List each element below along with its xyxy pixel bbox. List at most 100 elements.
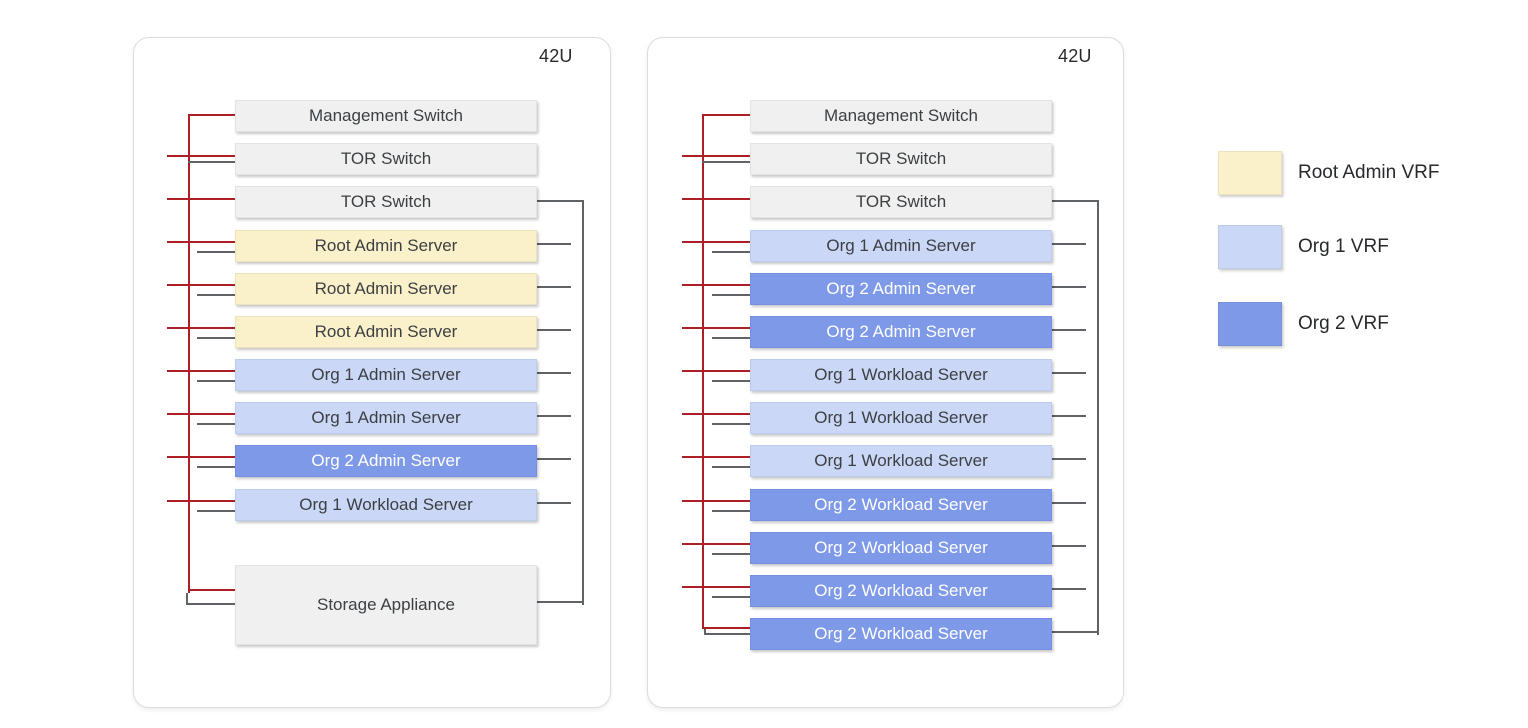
- data-connector-line: [197, 466, 235, 468]
- data-connector-line: [197, 510, 235, 512]
- data-connector-line: [535, 243, 571, 245]
- rack-unit-box: Org 1 Admin Server: [235, 402, 537, 434]
- rack-unit-label: Org 1 Admin Server: [311, 365, 461, 384]
- data-connector-line: [704, 633, 750, 635]
- rack-unit-box: Org 1 Workload Server: [750, 402, 1052, 434]
- data-connector-line: [535, 286, 571, 288]
- rack-unit-box: Org 2 Admin Server: [750, 316, 1052, 348]
- management-connector-line: [682, 327, 750, 329]
- rack-unit-label: Org 2 Admin Server: [826, 279, 976, 298]
- rack-unit-box: Org 1 Workload Server: [235, 489, 537, 521]
- management-connector-line: [167, 456, 235, 458]
- data-connector-line: [1050, 631, 1099, 633]
- rack-unit-box: TOR Switch: [750, 186, 1052, 218]
- data-network-trunk-line: [582, 200, 584, 605]
- rack-unit-label: Org 1 Workload Server: [814, 408, 988, 427]
- rack-unit-box: TOR Switch: [235, 143, 537, 175]
- rack-unit-label: Root Admin Server: [314, 322, 458, 341]
- rack-unit-label: Org 2 Workload Server: [814, 624, 988, 643]
- management-connector-line: [682, 198, 750, 200]
- data-connector-line: [712, 466, 750, 468]
- legend-label: Org 1 VRF: [1298, 236, 1389, 257]
- management-connector-line: [167, 327, 235, 329]
- management-connector-line: [682, 284, 750, 286]
- rack-unit-label: TOR Switch: [340, 149, 432, 168]
- legend-item: Root Admin VRF: [1218, 151, 1440, 195]
- data-connector-line: [535, 372, 571, 374]
- legend-item: Org 2 VRF: [1218, 302, 1389, 346]
- legend-swatch-org-2: [1218, 302, 1282, 346]
- data-connector-line: [1050, 329, 1086, 331]
- rack-unit-box: Org 1 Workload Server: [750, 445, 1052, 477]
- rack-unit-box: Org 2 Admin Server: [750, 273, 1052, 305]
- management-connector-line: [167, 155, 235, 157]
- rack-unit-label: Org 2 Workload Server: [814, 581, 988, 600]
- rack-capacity-label: 42U: [1058, 46, 1092, 66]
- rack-unit-label: Org 1 Admin Server: [826, 236, 976, 255]
- rack-unit-box: Org 1 Admin Server: [235, 359, 537, 391]
- management-connector-line: [167, 370, 235, 372]
- rack-unit-box: Management Switch: [750, 100, 1052, 132]
- management-connector-line: [682, 456, 750, 458]
- data-connector-line: [1050, 588, 1086, 590]
- legend-label: Root Admin VRF: [1298, 162, 1440, 183]
- data-connector-line: [197, 251, 235, 253]
- rack-capacity-label: 42U: [539, 46, 573, 66]
- data-connector-line: [535, 502, 571, 504]
- rack-unit-label: Org 1 Workload Server: [299, 495, 473, 514]
- rack-unit-label: Org 2 Workload Server: [814, 538, 988, 557]
- data-connector-line: [712, 251, 750, 253]
- data-connector-line: [1050, 243, 1086, 245]
- rack-unit-label: Root Admin Server: [314, 279, 458, 298]
- data-network-trunk-line: [1097, 200, 1099, 635]
- data-connector-line: [1050, 458, 1086, 460]
- data-connector-line: [186, 603, 235, 605]
- data-connector-line: [1050, 200, 1099, 202]
- rack-unit-label: Org 2 Workload Server: [814, 495, 988, 514]
- management-connector-line: [167, 284, 235, 286]
- rack-unit-label: TOR Switch: [855, 149, 947, 168]
- legend-label: Org 2 VRF: [1298, 313, 1389, 334]
- rack-unit-label: Management Switch: [823, 106, 979, 125]
- data-connector-line: [712, 337, 750, 339]
- data-connector-line: [1050, 372, 1086, 374]
- rack-unit-box: Org 2 Workload Server: [750, 618, 1052, 650]
- rack-unit-label: Org 2 Admin Server: [826, 322, 976, 341]
- data-connector-line: [535, 415, 571, 417]
- rack-unit-box: Storage Appliance: [235, 565, 537, 645]
- data-connector-line: [712, 510, 750, 512]
- data-connector-line: [1050, 286, 1086, 288]
- management-connector-line: [188, 589, 235, 591]
- management-connector-line: [682, 241, 750, 243]
- management-connector-line: [682, 586, 750, 588]
- rack-unit-box: Org 2 Admin Server: [235, 445, 537, 477]
- data-connector-line: [197, 337, 235, 339]
- management-connector-line: [188, 114, 235, 116]
- management-connector-line: [167, 413, 235, 415]
- rack-unit-box: Org 1 Admin Server: [750, 230, 1052, 262]
- data-connector-line: [197, 380, 235, 382]
- management-connector-line: [167, 241, 235, 243]
- rack-unit-box: Root Admin Server: [235, 316, 537, 348]
- data-connector-line: [535, 329, 571, 331]
- data-connector-line: [1050, 415, 1086, 417]
- rack-unit-label: TOR Switch: [855, 192, 947, 211]
- data-connector-line: [712, 294, 750, 296]
- legend-swatch-org-1: [1218, 225, 1282, 269]
- rack-unit-box: TOR Switch: [235, 186, 537, 218]
- rack-unit-box: Management Switch: [235, 100, 537, 132]
- management-connector-line: [682, 155, 750, 157]
- rack-unit-box: Root Admin Server: [235, 273, 537, 305]
- data-connector-line: [535, 458, 571, 460]
- management-connector-line: [682, 500, 750, 502]
- management-connector-line: [167, 500, 235, 502]
- rack-unit-box: Org 1 Workload Server: [750, 359, 1052, 391]
- management-connector-line: [682, 370, 750, 372]
- management-network-trunk-line: [188, 114, 190, 593]
- management-connector-line: [682, 543, 750, 545]
- data-connector-line: [1050, 545, 1086, 547]
- data-connector-line: [712, 596, 750, 598]
- rack-unit-label: Management Switch: [308, 106, 464, 125]
- rack-unit-box: Org 2 Workload Server: [750, 532, 1052, 564]
